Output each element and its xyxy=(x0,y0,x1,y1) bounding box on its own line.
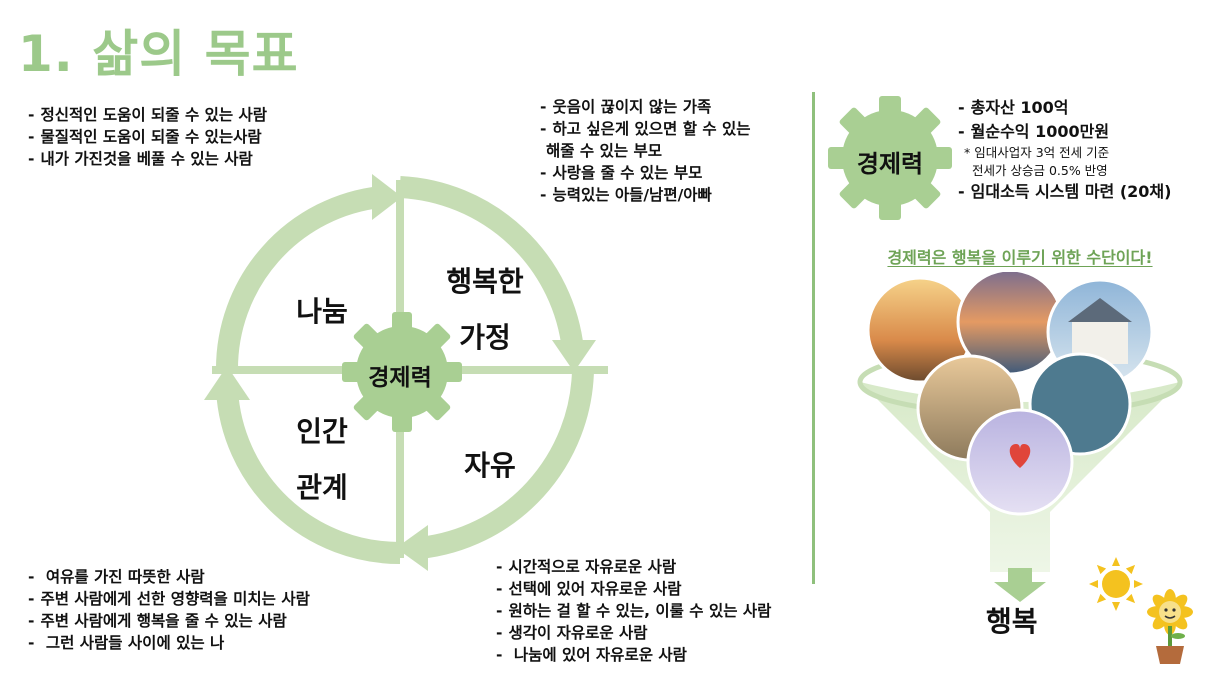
economy-gear-icon xyxy=(828,96,952,220)
list-item: -시간적으로 자유로운 사람 xyxy=(496,558,677,576)
list-item: -하고 싶은게 있으면 할 수 있는 xyxy=(540,120,751,138)
list-item: -정신적인 도움이 되줄 수 있는 사람 xyxy=(28,106,268,124)
list-item: -주변 사람에게 선한 영향력을 미치는 사람 xyxy=(28,590,310,608)
quadrant-freedom: 자유 xyxy=(464,449,516,482)
list-item: - 나눔에 있어 자유로운 사람 xyxy=(496,646,687,664)
family-list: -웃음이 끊이지 않는 가족 -하고 싶은게 있으면 할 수 있는 해줄 수 있… xyxy=(540,96,751,206)
quadrant-sharing: 나눔 xyxy=(296,295,348,328)
arc-top-right xyxy=(399,176,584,352)
list-item: -웃음이 끊이지 않는 가족 xyxy=(540,98,712,116)
list-item: -내가 가진것을 베풀 수 있는 사람 xyxy=(28,150,253,168)
sun-icon xyxy=(1089,557,1143,611)
quadrant-relations: 인간 관계 xyxy=(296,415,348,504)
list-item: -주변 사람에게 행복을 줄 수 있는 사람 xyxy=(28,612,287,630)
arc-top-left xyxy=(215,186,382,371)
center-gear-icon xyxy=(342,312,462,432)
sunflower-icon xyxy=(1147,589,1193,664)
list-item: -원하는 걸 할 수 있는, 이룰 수 있는 사람 xyxy=(496,602,772,620)
arrow-head-bottom xyxy=(396,525,428,571)
list-item: -월순수익 1000만원 xyxy=(958,122,1110,141)
arc-bottom-left xyxy=(216,389,401,565)
list-item: -선택에 있어 자유로운 사람 xyxy=(496,580,682,598)
happiness-funnel xyxy=(857,272,1183,602)
list-item: -임대소득 시스템 마련 (20채) xyxy=(958,182,1172,201)
section-divider xyxy=(812,92,815,584)
result-happiness: 행복 xyxy=(986,605,1038,638)
page-title: 1. 삶의 목표 xyxy=(18,25,299,83)
economy-note: 전세가 상승금 0.5% 반영 xyxy=(972,163,1108,178)
sharing-list: -정신적인 도움이 되줄 수 있는 사람 -물질적인 도움이 되줄 수 있는사람… xyxy=(28,104,267,170)
list-item: -능력있는 아들/남편/아빠 xyxy=(540,186,712,204)
economy-gear-label: 경제력 xyxy=(856,150,924,178)
list-item: -생각이 자유로운 사람 xyxy=(496,624,648,642)
arrow-head-left xyxy=(204,366,250,400)
economy-note: * 임대사업자 3억 전세 기준 xyxy=(964,145,1110,160)
list-item: -사랑을 줄 수 있는 부모 xyxy=(540,164,703,182)
list-item: -물질적인 도움이 되줄 수 있는사람 xyxy=(28,128,262,146)
heart-icon xyxy=(1009,444,1031,468)
slogan: 경제력은 행복을 이루기 위한 수단이다! xyxy=(887,248,1153,267)
list-item: - 여유를 가진 따뜻한 사람 xyxy=(28,568,205,586)
list-item: -총자산 100억 xyxy=(958,98,1069,117)
list-item: - 그런 사람들 사이에 있는 나 xyxy=(28,634,225,652)
economy-goals-list: -총자산 100억 -월순수익 1000만원 * 임대사업자 3억 전세 기준 … xyxy=(958,96,1171,204)
quadrant-family: 행복한 가정 xyxy=(446,265,524,354)
arrow-head-top xyxy=(372,174,402,220)
arc-bottom-right xyxy=(418,369,594,559)
arrow-head-right xyxy=(552,340,596,372)
cycle-diagram xyxy=(204,174,608,571)
freedom-list: -시간적으로 자유로운 사람 -선택에 있어 자유로운 사람 -원하는 걸 할 … xyxy=(496,556,771,666)
down-arrow-icon xyxy=(994,568,1046,602)
relations-list: - 여유를 가진 따뜻한 사람 -주변 사람에게 선한 영향력을 미치는 사람 … xyxy=(28,566,310,654)
list-item: 해줄 수 있는 부모 xyxy=(546,142,663,160)
center-gear-label: 경제력 xyxy=(368,365,432,391)
